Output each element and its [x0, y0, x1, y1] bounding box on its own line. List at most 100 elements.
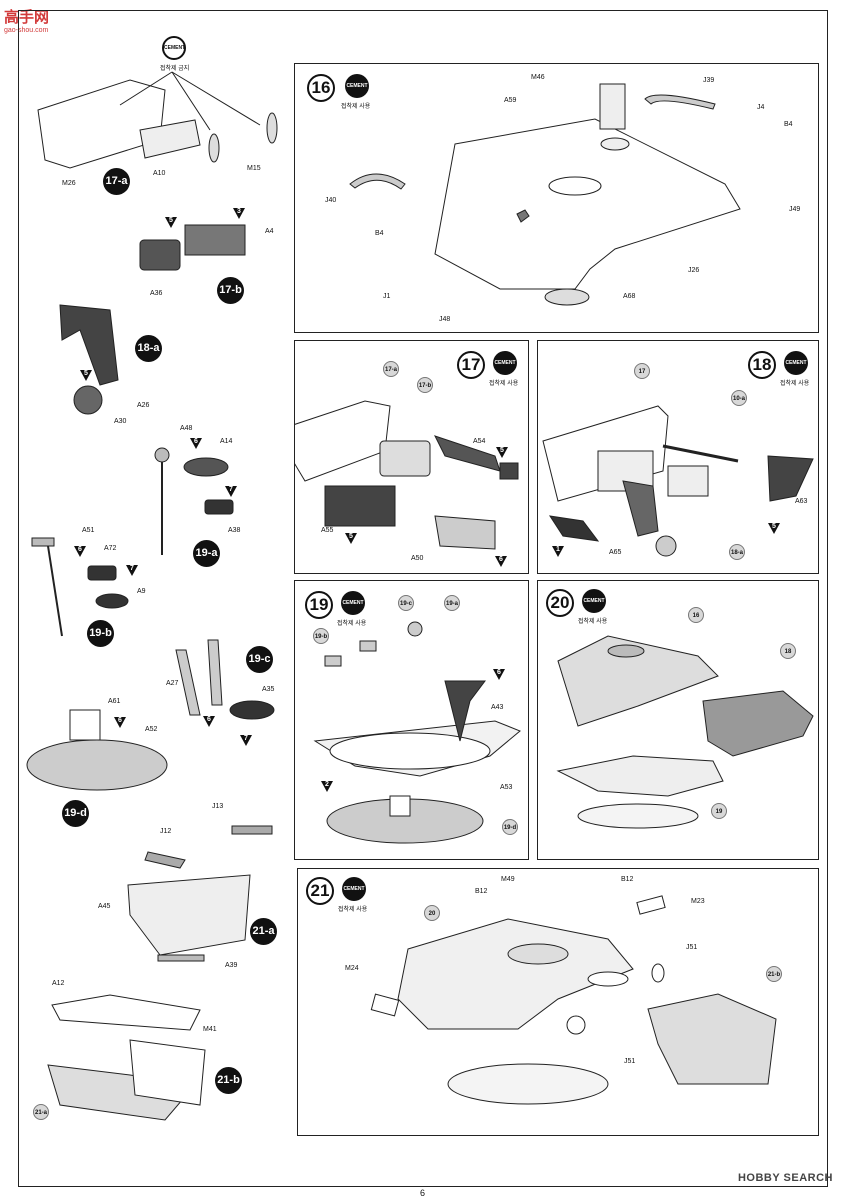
- part-label: A55: [321, 527, 334, 534]
- assembly-ref: 10-a: [731, 390, 747, 406]
- part-label: B12: [621, 876, 634, 883]
- substep-badge-19c: 19-c: [246, 646, 273, 673]
- step-number: 20: [546, 589, 574, 617]
- part-label: A27: [166, 680, 179, 687]
- cement-icon: CEMENT: [784, 351, 808, 375]
- step-number: 17: [457, 351, 485, 379]
- part-label: J39: [703, 77, 715, 84]
- part-label: A12: [52, 980, 65, 987]
- step-number: 21: [306, 877, 334, 905]
- hull-drawing: [295, 400, 519, 550]
- paint-color-marker: 2: [321, 781, 333, 792]
- part-label: A52: [145, 726, 158, 733]
- part-label: M23: [691, 898, 705, 905]
- no-cement-text: 접착제 금지: [160, 66, 190, 72]
- step-18-panel: 18 CEMENT 접착제 사용 17 10-a 18-a A63 A65 5 …: [537, 340, 819, 574]
- paint-color-marker: 6: [203, 716, 215, 727]
- part-label: J49: [789, 206, 801, 213]
- assembly-ref: 20: [424, 905, 440, 921]
- step-19-panel: 19 CEMENT 접착제 사용 19-c 19-a 19-b 19-d A43…: [294, 580, 529, 860]
- page-number: 6: [419, 1188, 425, 1198]
- part-label: A51: [82, 527, 95, 534]
- part-label: J4: [757, 104, 765, 111]
- part-label: A48: [180, 425, 193, 432]
- paint-color-marker: 7: [126, 565, 138, 576]
- assembly-ref: 17: [634, 363, 650, 379]
- assembly-ref: 18: [780, 643, 796, 659]
- assembly-ref: 21-b: [766, 966, 782, 982]
- part-label: J13: [212, 803, 224, 810]
- part-label: M41: [203, 1026, 217, 1033]
- paint-color-marker: 6: [495, 556, 507, 567]
- turret-drawing: [349, 83, 741, 306]
- part-label: A14: [220, 438, 233, 445]
- cement-text: 접착제 사용: [578, 619, 608, 625]
- part-label: A72: [104, 545, 117, 552]
- paint-color-marker: 5: [496, 447, 508, 458]
- step-21-panel: 21 CEMENT 접착제 사용 20 21-b M49 B12 B12 M23…: [297, 868, 819, 1136]
- part-label: M46: [531, 74, 545, 81]
- assembly-ref: 19-c: [398, 595, 414, 611]
- part-label: A26: [137, 402, 150, 409]
- cement-icon: CEMENT: [342, 877, 366, 901]
- paint-color-marker: 3: [233, 208, 245, 219]
- step-17-panel: 17 CEMENT 접착제 사용 17-a 17-b A54 A55 A50 5…: [294, 340, 529, 574]
- part-label: A59: [504, 97, 517, 104]
- cement-text: 접착제 사용: [489, 381, 519, 387]
- part-label: J12: [160, 828, 172, 835]
- assembly-ref: 19: [711, 803, 727, 819]
- substep-badge-19d: 19-d: [62, 800, 89, 827]
- paint-color-marker: 5: [345, 533, 357, 544]
- part-label: B4: [375, 230, 384, 237]
- part-label: A65: [609, 549, 622, 556]
- part-label: A35: [262, 686, 275, 693]
- cement-icon: CEMENT: [582, 589, 606, 613]
- step-number: 18: [748, 351, 776, 379]
- part-label: A36: [150, 290, 163, 297]
- step-16-panel: 16 CEMENT 접착제 사용 M46 J39 A59 J4 B4 J40 J…: [294, 63, 819, 333]
- step-20-panel: 20 CEMENT 접착제 사용 16 18 19: [537, 580, 819, 860]
- assembly-ref: 17-b: [417, 377, 433, 393]
- cement-text: 접착제 사용: [341, 104, 371, 110]
- part-label: J40: [325, 197, 337, 204]
- part-label: A61: [108, 698, 121, 705]
- assembly-ref: 18-a: [729, 544, 745, 560]
- paint-color-marker: 1: [552, 546, 564, 557]
- substep-badge-17b: 17-b: [217, 277, 244, 304]
- cement-text: 접착제 사용: [780, 381, 810, 387]
- part-label: B4: [784, 121, 793, 128]
- assembly-ref: 16: [688, 607, 704, 623]
- part-label: J51: [686, 944, 698, 951]
- step-number: 19: [305, 591, 333, 619]
- substep-badge-21b: 21-b: [215, 1067, 242, 1094]
- substep-badge-17a: 17-a: [103, 168, 130, 195]
- part-label: A54: [473, 438, 486, 445]
- substep-badge-19b: 19-b: [87, 620, 114, 647]
- part-label: A38: [228, 527, 241, 534]
- hobby-search-watermark: HOBBY SEARCH: [737, 1172, 833, 1184]
- turret-basket-drawing: [313, 621, 521, 844]
- paint-color-marker: 6: [114, 717, 126, 728]
- paint-color-marker: 5: [768, 523, 780, 534]
- part-label: A4: [265, 228, 274, 235]
- paint-color-marker: 6: [493, 669, 505, 680]
- part-label: A63: [795, 498, 808, 505]
- part-label: A50: [411, 555, 424, 562]
- site-logo-url: gao-shou.com: [4, 27, 49, 34]
- part-label: J1: [383, 293, 391, 300]
- part-label: J26: [688, 267, 700, 274]
- paint-color-marker: 5: [165, 217, 177, 228]
- cement-icon: CEMENT: [345, 74, 369, 98]
- final-turret-drawing: [370, 895, 777, 1105]
- part-label: A39: [225, 962, 238, 969]
- site-logo: 高手网: [4, 9, 50, 26]
- part-label: B12: [475, 888, 488, 895]
- paint-color-marker: 5: [80, 370, 92, 381]
- no-cement-icon: CEMENT: [162, 36, 186, 60]
- part-label: A68: [623, 293, 636, 300]
- assembly-ref: 19-d: [502, 819, 518, 835]
- part-label: M15: [247, 165, 261, 172]
- step-number: 16: [307, 74, 335, 102]
- part-label: A53: [500, 784, 513, 791]
